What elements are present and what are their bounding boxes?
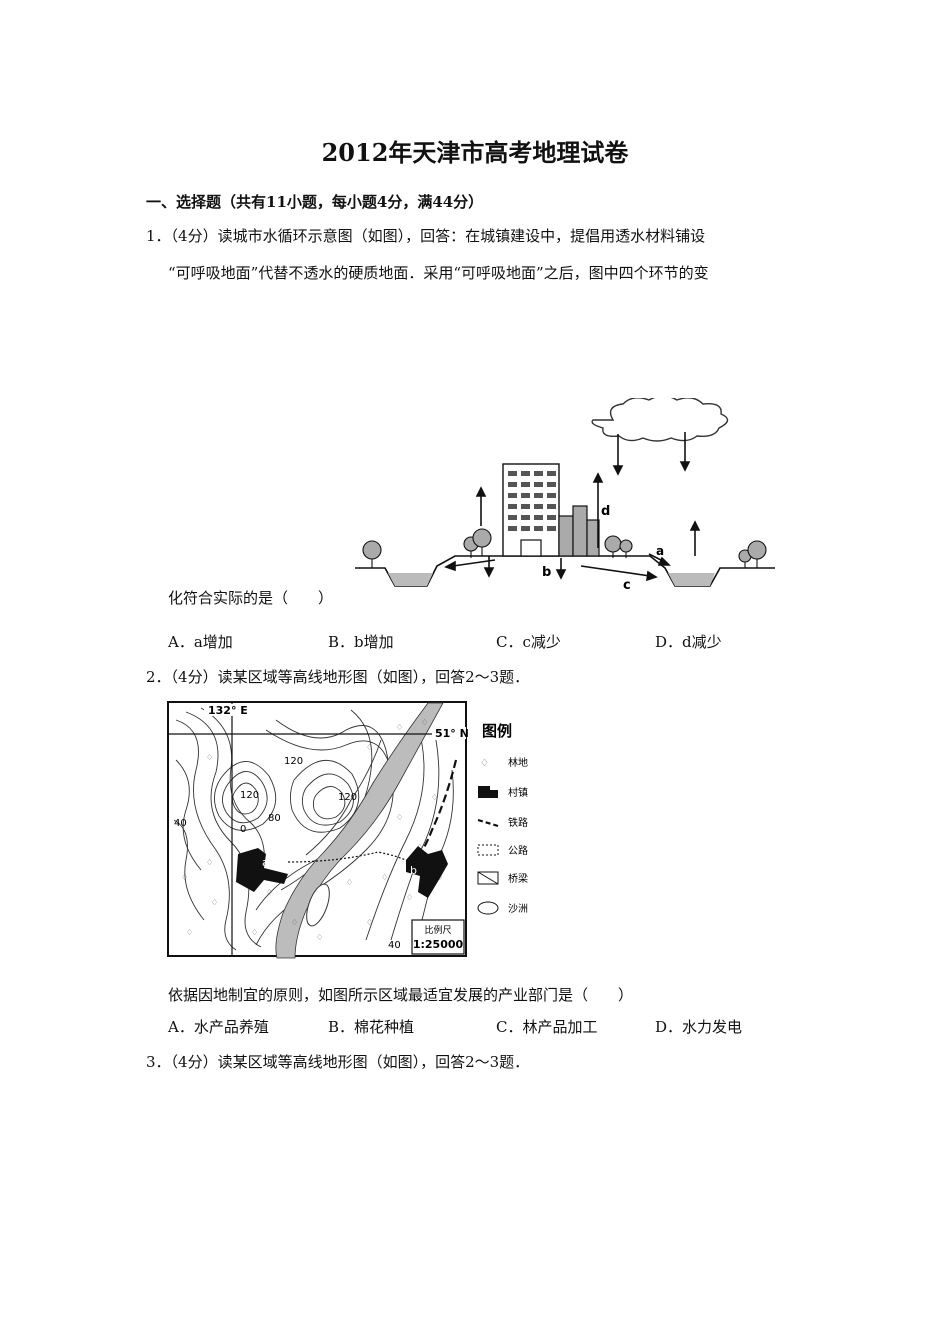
contour-lines xyxy=(173,707,454,951)
legend-sandbar: 沙洲 xyxy=(508,903,528,915)
svg-text:♢: ♢ xyxy=(291,918,298,927)
q2-question: 依据因地制宜的原则，如图所示区域最适宜发展的产业部门是（ ） xyxy=(168,986,634,1004)
svg-text:♢: ♢ xyxy=(381,873,388,882)
contour-label: 120 xyxy=(338,792,357,803)
contour-label: 80 xyxy=(268,813,281,824)
svg-text:♢: ♢ xyxy=(316,933,323,942)
longitude-label: 132° E xyxy=(208,704,248,717)
sandbar-legend-icon xyxy=(477,901,499,915)
q3-stem: 3．（4分）读某区域等高线地形图（如图），回答2～3题． xyxy=(146,1053,530,1071)
contour-label: 40 xyxy=(174,818,187,829)
q1-option-b[interactable]: B．b增加 xyxy=(328,633,394,651)
section-heading: 一、选择题（共有11小题，每小题4分，满44分） xyxy=(146,193,484,211)
legend-title: 图例 xyxy=(482,722,512,740)
scale-box xyxy=(411,919,465,955)
tall-building xyxy=(502,463,560,557)
point-a-label: a xyxy=(262,856,269,869)
cloud-icon xyxy=(591,398,729,442)
q1-option-d[interactable]: D．d减少 xyxy=(655,633,722,651)
page-title: 2012年天津市高考地理试卷 xyxy=(321,138,629,167)
q2-option-d[interactable]: D．水力发电 xyxy=(655,1018,743,1036)
flow-arrows xyxy=(444,553,671,582)
svg-text:♢: ♢ xyxy=(206,858,213,867)
right-pond xyxy=(668,573,715,586)
label-d: d xyxy=(601,504,610,519)
village-b xyxy=(406,846,448,898)
lat-label-bg xyxy=(432,727,466,739)
tree-icons xyxy=(362,528,767,568)
map-legend: 图例 ♢ 林地 村镇 铁路 公路 桥梁 沙洲 xyxy=(477,722,528,915)
q1-stem-line1: 1．（4分）读城市水循环示意图（如图），回答：在城镇建设中，提倡用透水材料铺设 xyxy=(146,227,706,245)
svg-text:♢: ♢ xyxy=(346,878,353,887)
svg-text:♢: ♢ xyxy=(406,893,413,902)
contour-label: 120 xyxy=(240,790,259,801)
village-legend-icon xyxy=(478,786,498,798)
scale-title: 比例尺 xyxy=(424,924,451,936)
svg-text:♢: ♢ xyxy=(421,718,428,727)
q2-option-b[interactable]: B．棉花种植 xyxy=(328,1018,415,1036)
sandbar xyxy=(306,883,330,927)
label-a: a xyxy=(656,544,664,558)
latitude-label: 51° N xyxy=(435,727,469,740)
svg-text:♢: ♢ xyxy=(266,888,273,897)
q1-option-a[interactable]: A．a增加 xyxy=(168,633,233,651)
q1-option-c[interactable]: C．c减少 xyxy=(496,633,561,651)
q1-stem-line2: “可呼吸地面”代替不透水的硬质地面．采用“可呼吸地面”之后，图中四个环节的变 xyxy=(168,264,709,282)
precipitation-arrows xyxy=(612,432,691,476)
contour-label: 0 xyxy=(240,824,246,835)
svg-text:♢: ♢ xyxy=(396,723,403,732)
svg-text:♢: ♢ xyxy=(186,928,193,937)
svg-text:♢: ♢ xyxy=(211,898,218,907)
contour-label: 120 xyxy=(284,756,303,767)
bridge-legend-icon xyxy=(477,871,499,885)
label-b: b xyxy=(542,565,551,580)
svg-text:♢: ♢ xyxy=(431,793,438,802)
point-b-label: b xyxy=(410,864,417,877)
legend-village: 村镇 xyxy=(508,786,528,799)
legend-road: 公路 xyxy=(508,844,528,857)
svg-text:♢: ♢ xyxy=(251,928,258,937)
q2-option-c[interactable]: C．林产品加工 xyxy=(496,1018,598,1036)
village-a xyxy=(236,848,288,892)
scale-value: 1:25000 xyxy=(413,938,464,951)
legend-railway: 铁路 xyxy=(508,816,528,829)
lon-label-bg xyxy=(204,704,246,716)
legend-bridge: 桥梁 xyxy=(508,872,528,885)
river xyxy=(275,702,444,959)
q2-option-a[interactable]: A．水产品养殖 xyxy=(168,1018,269,1036)
forest-legend-icon: ♢ xyxy=(480,758,489,769)
railway-legend-icon xyxy=(477,818,499,828)
water-cycle-figure: d b c a xyxy=(355,398,775,593)
svg-text:♢: ♢ xyxy=(396,813,403,822)
svg-text:♢: ♢ xyxy=(181,873,188,882)
road-legend-icon xyxy=(477,844,499,856)
road xyxy=(287,851,411,863)
label-c: c xyxy=(623,578,631,593)
contour-map-figure: ♢♢♢♢ ♢♢♢♢ ♢♢♢♢ ♢♢♢♢ ♢♢♢♢ 比例尺 1:25000 132… xyxy=(167,701,528,959)
q2-stem: 2．（4分）读某区域等高线地形图（如图），回答2～3题． xyxy=(146,668,530,686)
svg-text:♢: ♢ xyxy=(206,753,213,762)
q1-stem-line3: 化符合实际的是（ ） xyxy=(168,589,334,607)
short-buildings xyxy=(558,505,600,557)
evaporation-arrows xyxy=(475,472,701,556)
legend-forest: 林地 xyxy=(508,756,528,769)
svg-text:♢: ♢ xyxy=(366,743,373,752)
left-pond xyxy=(388,573,433,586)
railway xyxy=(415,759,458,861)
svg-text:♢: ♢ xyxy=(366,918,373,927)
contour-label: 40 xyxy=(388,940,401,951)
